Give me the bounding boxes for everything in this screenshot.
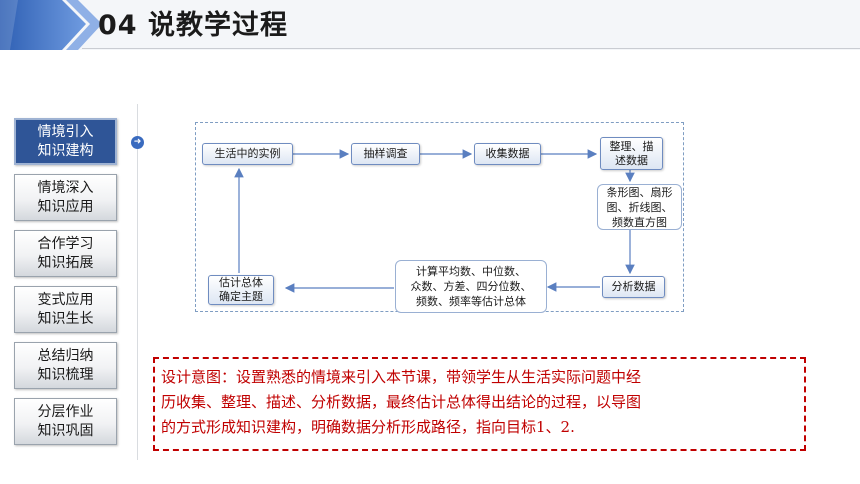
current-arrow-icon: ➜ [131, 136, 144, 149]
sidebar-divider [137, 104, 138, 460]
header-bar: 04 说教学过程 [0, 0, 860, 50]
node-estimate: 估计总体 确定主题 [208, 275, 274, 305]
node-sampling: 抽样调查 [351, 143, 420, 165]
nav-item-situation-deepen[interactable]: 情境深入 知识应用 [14, 174, 117, 221]
page-title: 04 说教学过程 [98, 10, 288, 41]
nav-item-situation-intro[interactable]: 情境引入 知识建构 [14, 118, 117, 165]
note-charts: 条形图、扇形 图、折线图、 频数直方图 [597, 184, 682, 230]
design-intent-box: 设计意图：设置熟悉的情境来引入本节课，带领学生从生活实际问题中经 历收集、整理、… [153, 357, 806, 451]
node-collect: 收集数据 [474, 143, 541, 165]
node-organize: 整理、描 述数据 [600, 137, 663, 170]
nav-item-summary[interactable]: 总结归纳 知识梳理 [14, 342, 117, 389]
node-life-example: 生活中的实例 [202, 143, 293, 165]
flow-arrows [234, 149, 635, 293]
header-divider [82, 48, 860, 49]
nav-item-homework[interactable]: 分层作业 知识巩固 [14, 398, 117, 445]
sidebar-nav: 情境引入 知识建构 情境深入 知识应用 合作学习 知识拓展 变式应用 知识生长 … [14, 118, 117, 454]
flow-diagram: 生活中的实例 抽样调查 收集数据 整理、描 述数据 条形图、扇形 图、折线图、 … [195, 122, 684, 313]
note-compute: 计算平均数、中位数、 众数、方差、四分位数、 频数、频率等估计总体 [395, 260, 547, 313]
nav-item-cooperative-learning[interactable]: 合作学习 知识拓展 [14, 230, 117, 277]
node-analyze: 分析数据 [602, 276, 665, 298]
header-chevron-graphic [0, 0, 860, 50]
nav-item-variant-application[interactable]: 变式应用 知识生长 [14, 286, 117, 333]
